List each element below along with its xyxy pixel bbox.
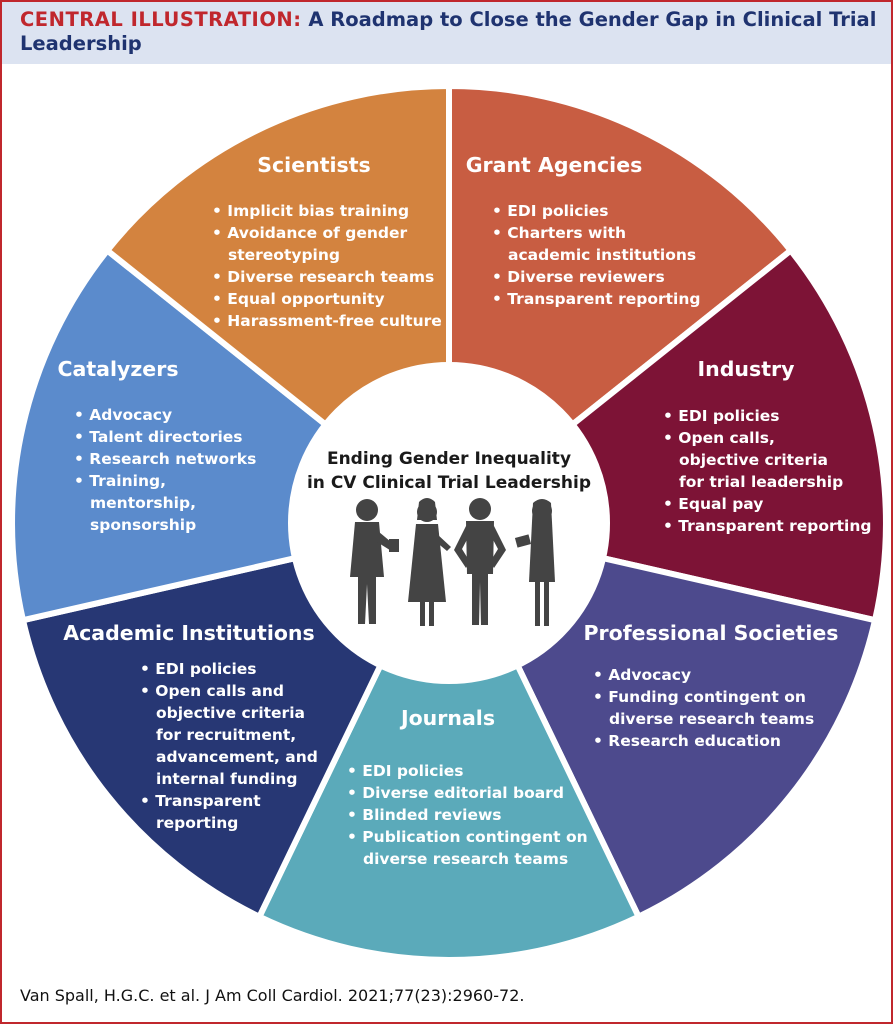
illustration-title-text: A Roadmap to Close the Gender Gap in Cli… (20, 8, 877, 55)
segment-item-catalyzers-1: • Talent directories (74, 428, 243, 446)
illustration-label: CENTRAL ILLUSTRATION: (20, 8, 302, 31)
segment-item-industry-1-line-2: for trial leadership (679, 473, 843, 491)
segment-item-scientists-1: • Avoidance of gender (212, 224, 408, 242)
segment-item-catalyzers-3-line-2: sponsorship (90, 516, 196, 534)
segment-item-journals-1: • Diverse editorial board (347, 784, 564, 802)
people-silhouettes-icon (350, 498, 555, 626)
segment-item-industry-1: • Open calls, (663, 429, 775, 447)
segment-item-professional-societies-1: • Funding contingent on (593, 688, 806, 706)
segment-item-academic-institutions-1-line-3: advancement, and (156, 748, 318, 766)
segment-item-academic-institutions-1: • Open calls and (140, 682, 284, 700)
segment-item-academic-institutions-1-line-2: for recruitment, (156, 726, 296, 744)
segment-item-journals-3: • Publication contingent on (347, 828, 588, 846)
segment-item-journals-3-line-1: diverse research teams (363, 850, 568, 868)
wheel-labels: Scientists • Implicit bias training • Avoi… (57, 153, 871, 868)
center-title-line-1: Ending Gender Inequality (327, 449, 571, 469)
segment-item-grant-agencies-1: • Charters with (492, 224, 626, 242)
segment-item-industry-0: • EDI policies (663, 407, 780, 425)
segment-item-catalyzers-0: • Advocacy (74, 406, 172, 424)
center-circle (288, 362, 610, 684)
segment-item-grant-agencies-2: • Diverse reviewers (492, 268, 665, 286)
segment-item-academic-institutions-0: • EDI policies (140, 660, 257, 678)
segment-item-industry-1-line-1: objective criteria (679, 451, 828, 469)
segment-item-catalyzers-3: • Training, (74, 472, 166, 490)
segment-title-scientists: Scientists (257, 153, 370, 177)
segment-item-academic-institutions-1-line-4: internal funding (156, 770, 297, 788)
segment-title-catalyzers: Catalyzers (57, 357, 178, 381)
segment-item-scientists-4: • Harassment-free culture (212, 312, 442, 330)
segment-item-catalyzers-3-line-1: mentorship, (90, 494, 196, 512)
segment-item-journals-0: • EDI policies (347, 762, 464, 780)
header-banner: CENTRAL ILLUSTRATION: A Roadmap to Close… (2, 2, 891, 64)
segment-item-journals-2: • Blinded reviews (347, 806, 502, 824)
segment-item-scientists-2: • Diverse research teams (212, 268, 434, 286)
segment-item-professional-societies-1-line-1: diverse research teams (609, 710, 814, 728)
segment-item-professional-societies-2: • Research education (593, 732, 781, 750)
segment-item-catalyzers-2: • Research networks (74, 450, 256, 468)
segment-item-academic-institutions-1-line-1: objective criteria (156, 704, 305, 722)
segment-item-grant-agencies-1-line-1: academic institutions (508, 246, 696, 264)
wedge-professional-societies (256, 520, 642, 963)
segment-item-scientists-3: • Equal opportunity (212, 290, 385, 308)
segment-item-grant-agencies-3: • Transparent reporting (492, 290, 701, 308)
segment-title-grant-agencies: Grant Agencies (466, 153, 643, 177)
segment-item-professional-societies-0: • Advocacy (593, 666, 691, 684)
segment-item-academic-institutions-2-line-1: reporting (156, 814, 238, 832)
citation: Van Spall, H.G.C. et al. J Am Coll Cardi… (20, 986, 525, 1005)
segment-item-academic-institutions-2: • Transparent (140, 792, 261, 810)
segment-title-professional-societies: Professional Societies (583, 621, 838, 645)
segment-title-industry: Industry (698, 357, 795, 381)
segment-item-industry-2: • Equal pay (663, 495, 763, 513)
center-title-line-2: in CV Clinical Trial Leadership (307, 473, 591, 493)
segment-item-industry-3: • Transparent reporting (663, 517, 872, 535)
segment-item-scientists-1-line-1: stereotyping (228, 246, 340, 264)
segment-item-grant-agencies-0: • EDI policies (492, 202, 609, 220)
segment-title-journals: Journals (399, 706, 495, 730)
segment-item-scientists-0: • Implicit bias training (212, 202, 409, 220)
illustration-title: CENTRAL ILLUSTRATION: A Roadmap to Close… (20, 8, 880, 56)
segment-title-academic-institutions: Academic Institutions (63, 621, 314, 645)
